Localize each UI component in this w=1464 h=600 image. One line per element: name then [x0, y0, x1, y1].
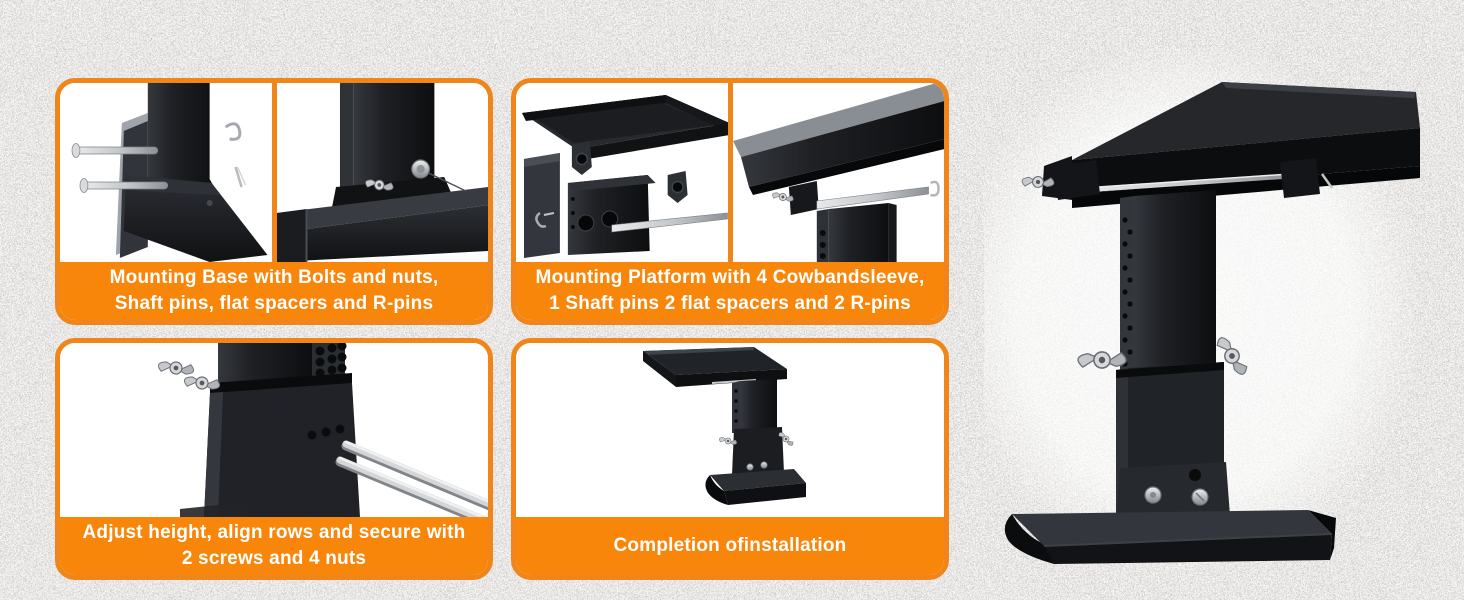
caption-completion: Completion ofinstallation — [516, 517, 944, 575]
panel-adjust-height-images — [60, 343, 488, 517]
platform-tray-with-pin-illustration — [516, 83, 728, 262]
panel-adjust-height: Adjust height, align rows and secure wit… — [55, 338, 493, 580]
caption-line: Mounting Platform with 4 Cowbandsleeve, — [535, 267, 925, 288]
panel-mounting-platform: Mounting Platform with 4 Cowbandsleeve, … — [511, 78, 949, 325]
panel-mounting-base-images — [60, 83, 488, 262]
telescoping-column-illustration — [60, 343, 488, 517]
panel-divider — [727, 83, 733, 262]
panel-completion-images — [516, 343, 944, 517]
panel-completion: Completion ofinstallation — [511, 338, 949, 580]
caption-line: Adjust height, align rows and secure wit… — [82, 522, 466, 543]
platform-pin-closeup-illustration — [732, 83, 944, 262]
caption-line: 1 Shaft pins 2 flat spacers and 2 R-pins — [549, 293, 911, 314]
panel-divider — [271, 83, 277, 262]
panel-mounting-base: Mounting Base with Bolts and nuts, Shaft… — [55, 78, 493, 325]
caption-line: Mounting Base with Bolts and nuts, — [109, 267, 439, 288]
caption-mounting-base: Mounting Base with Bolts and nuts, Shaft… — [60, 262, 488, 320]
base-post-with-shaft-pins-illustration — [60, 83, 272, 262]
assembled-stand-small-illustration — [516, 343, 944, 517]
base-bolt-closeup-illustration — [276, 83, 488, 262]
panel-mounting-platform-images — [516, 83, 944, 262]
assembled-stand-hero-illustration — [984, 48, 1464, 570]
caption-mounting-platform: Mounting Platform with 4 Cowbandsleeve, … — [516, 262, 944, 320]
caption-line: 2 screws and 4 nuts — [181, 548, 367, 569]
caption-line: Shaft pins, flat spacers and R-pins — [114, 293, 434, 314]
caption-adjust-height: Adjust height, align rows and secure wit… — [60, 517, 488, 575]
caption-line: Completion ofinstallation — [613, 535, 847, 556]
